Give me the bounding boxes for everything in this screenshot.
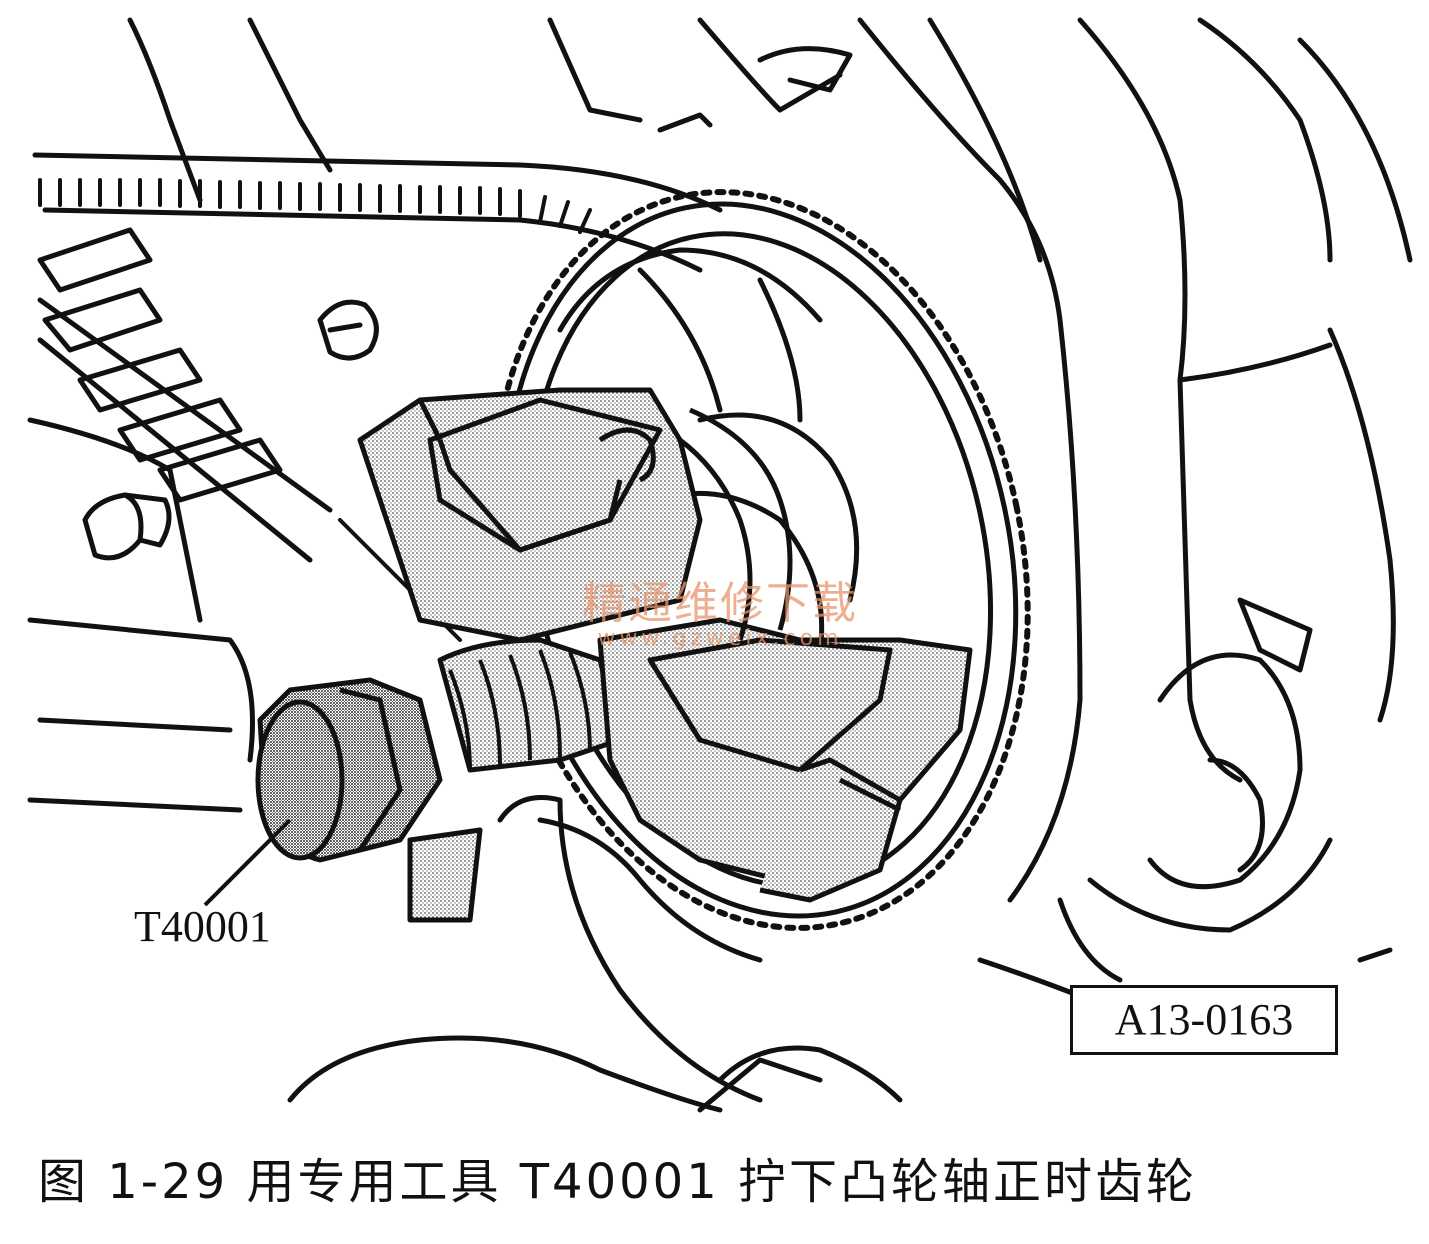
- watermark: 精通维修下载 www.gzweix.com: [530, 582, 910, 650]
- engine-cover: [127, 17, 1413, 933]
- watermark-url: www.gzweix.com: [597, 626, 843, 651]
- figure-id-box: A13-0163: [1070, 985, 1338, 1055]
- timing-gear: [489, 189, 1031, 931]
- watermark-text: 精通维修下载: [582, 578, 858, 629]
- toothed-belt: [32, 152, 723, 273]
- tool-callout-label: T40001: [134, 902, 271, 951]
- engine-line-drawing: [27, 17, 1413, 1113]
- callout-leader-line: [203, 818, 292, 907]
- special-tool-t40001: [255, 387, 973, 923]
- figure-caption: 图 1-29 用专用工具 T40001 拧下凸轮轴正时齿轮: [38, 1154, 1197, 1210]
- left-rack: [27, 227, 462, 813]
- small-bolt: [82, 299, 379, 561]
